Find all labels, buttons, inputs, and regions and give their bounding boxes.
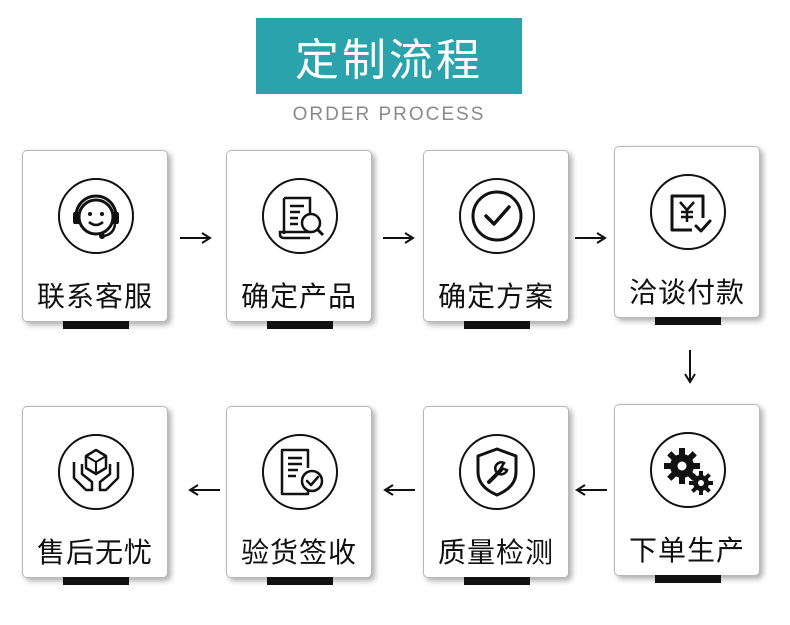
page-title: 定制流程: [295, 35, 483, 86]
step-label: 确定方案: [437, 280, 554, 313]
gears-icon: [650, 432, 726, 508]
check-circle-icon: [459, 178, 535, 254]
step-label: 下单生产: [628, 534, 745, 567]
step-underline: [267, 321, 333, 329]
step-underline: [267, 577, 333, 585]
step-underline: [464, 321, 530, 329]
step-card-inspect-sign: 验货签收: [226, 406, 372, 585]
step-card-contact-service: 联系客服: [22, 150, 168, 329]
arrow-left-icon: [575, 484, 607, 496]
document-search-icon: [262, 178, 338, 254]
step-card-quality-inspection: 质量检测: [423, 406, 569, 585]
title-banner: 定制流程: [256, 18, 522, 94]
step-underline: [63, 577, 129, 585]
step-label: 质量检测: [437, 536, 554, 569]
step-underline: [464, 577, 530, 585]
step-label: 洽谈付款: [628, 276, 745, 309]
step-card-production: 下单生产: [614, 404, 760, 583]
step-underline: [63, 321, 129, 329]
step-card-confirm-plan: 确定方案: [423, 150, 569, 329]
step-card-after-sales: 售后无忧: [22, 406, 168, 585]
document-check-icon: [262, 434, 338, 510]
step-label: 确定产品: [240, 280, 357, 313]
customer-service-icon: [58, 178, 134, 254]
step-card-confirm-product: 确定产品: [226, 150, 372, 329]
step-underline: [655, 575, 721, 583]
step-underline: [655, 317, 721, 325]
arrow-right-icon: [180, 232, 212, 244]
step-card-negotiate-payment: 洽谈付款: [614, 146, 760, 325]
shield-wrench-icon: [459, 434, 535, 510]
arrow-left-icon: [188, 484, 220, 496]
step-label: 验货签收: [240, 536, 357, 569]
yen-payment-icon: [650, 174, 726, 250]
arrow-right-icon: [383, 232, 415, 244]
hands-box-icon: [58, 434, 134, 510]
step-label: 联系客服: [36, 280, 153, 313]
arrow-left-icon: [383, 484, 415, 496]
arrow-right-icon: [575, 232, 607, 244]
step-label: 售后无忧: [36, 536, 153, 569]
page-subtitle: ORDER PROCESS: [292, 104, 486, 125]
arrow-down-icon: [684, 350, 696, 384]
